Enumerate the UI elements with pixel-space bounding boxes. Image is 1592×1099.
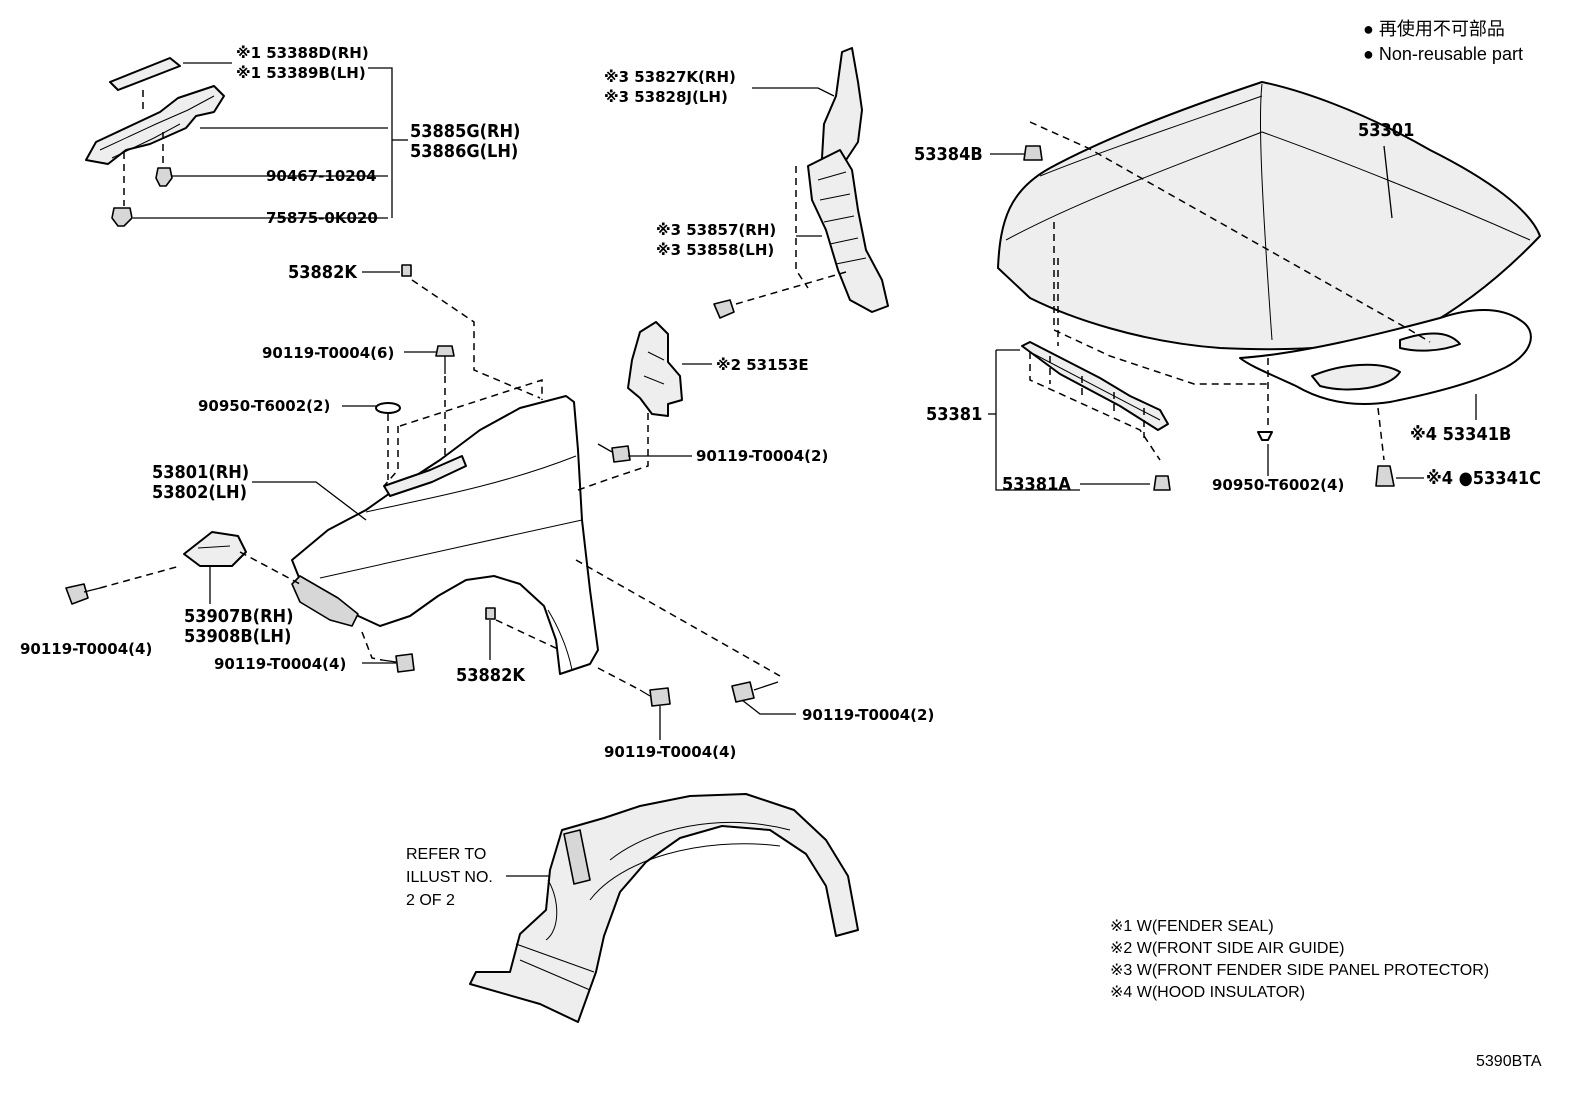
- label-53381a: 53381A: [1002, 474, 1071, 495]
- label-90950-4: 90950-T6002(4): [1212, 476, 1344, 494]
- label-90119-6: 90119-T0004(6): [262, 344, 394, 362]
- washer-90950-4: [1257, 431, 1273, 441]
- label-53801: 53801(RH): [152, 462, 249, 483]
- label-90119-4c: 90119-T0004(4): [604, 743, 736, 761]
- hood-bumper-53384b: [1023, 145, 1043, 161]
- fender-seal-group: [85, 57, 408, 227]
- air-guide-53153e: [627, 321, 683, 417]
- legend-en: ● Non-reusable part: [1363, 44, 1523, 64]
- label-53908b: 53908B(LH): [184, 626, 291, 647]
- side-panel-protector-group: [713, 47, 889, 319]
- label-53886g: 53886G(LH): [410, 141, 518, 162]
- footnote-2: ※2 W(FRONT SIDE AIR GUIDE): [1110, 940, 1344, 957]
- illustration-code: 5390BTA: [1476, 1053, 1542, 1070]
- footnote-4: ※4 W(HOOD INSULATOR): [1110, 984, 1305, 1001]
- bolt-90119-left: [65, 583, 89, 605]
- label-90950-2: 90950-T6002(2): [198, 397, 330, 415]
- label-53802: 53802(LH): [152, 482, 247, 503]
- hood-panel-53301: [997, 81, 1541, 351]
- label-53858: ※3 53858(LH): [656, 241, 774, 259]
- fender-liner: [469, 793, 859, 1023]
- label-90119-4b: 90119-T0004(4): [214, 655, 346, 673]
- footnote-3: ※3 W(FRONT FENDER SIDE PANEL PROTECTOR): [1110, 962, 1489, 979]
- bolt-90119-6: [435, 345, 455, 357]
- hood-group: [988, 81, 1541, 491]
- fender-liner-body: [469, 793, 859, 1023]
- hood-insulator-53341b: [1239, 309, 1532, 405]
- label-53828j: ※3 53828J(LH): [604, 88, 728, 106]
- label-90119-2a: 90119-T0004(2): [696, 447, 828, 465]
- label-53885g: 53885G(RH): [410, 121, 520, 142]
- label-75875: 75875-0K020: [266, 209, 378, 227]
- label-53388d: ※1 53388D(RH): [236, 44, 369, 62]
- label-53301: 53301: [1358, 120, 1414, 141]
- label-53389b: ※1 53389B(LH): [236, 64, 366, 82]
- protector-53857: [807, 149, 889, 313]
- legend-jp: ● 再使用不可部品: [1363, 19, 1505, 39]
- clip-53882k-top: [401, 264, 412, 277]
- clip-90467: [155, 167, 173, 187]
- refer-line1: REFER TO: [406, 846, 486, 863]
- label-53341c: ※4 ●53341C: [1426, 468, 1541, 489]
- air-guide-group: [627, 321, 712, 417]
- label-90119-4a: 90119-T0004(4): [20, 640, 152, 658]
- clip-53882k-bottom: [485, 607, 496, 620]
- bolt-90119-mid: [611, 445, 631, 463]
- refer-line3: 2 OF 2: [406, 892, 455, 909]
- fender-bracket-53907b: [183, 531, 247, 567]
- front-fender: [65, 264, 796, 740]
- label-53907b: 53907B(RH): [184, 606, 294, 627]
- label-53341b: ※4 53341B: [1410, 424, 1511, 445]
- clip-53341c: [1375, 465, 1395, 487]
- label-53857: ※3 53857(RH): [656, 221, 776, 239]
- label-90467: 90467-10204: [266, 167, 377, 185]
- clip-53381a: [1153, 475, 1171, 491]
- clip-75875: [111, 207, 133, 227]
- washer-90950: [375, 402, 401, 414]
- bolt-90119-right: [731, 681, 755, 703]
- fender-lower-bracket: [291, 575, 359, 627]
- fender-seal-strip: [109, 57, 181, 91]
- label-53827k: ※3 53827K(RH): [604, 68, 736, 86]
- footnote-1: ※1 W(FENDER SEAL): [1110, 918, 1274, 935]
- bolt-90119-bottom: [649, 687, 671, 707]
- label-53882k-top: 53882K: [288, 262, 358, 283]
- label-90119-2b: 90119-T0004(2): [802, 706, 934, 724]
- label-53384b: 53384B: [914, 144, 983, 165]
- clip-protector: [713, 299, 735, 319]
- label-53153e: ※2 53153E: [716, 356, 809, 374]
- fender-panel: [291, 395, 599, 675]
- refer-line2: ILLUST NO.: [406, 869, 493, 886]
- bolt-90119-lower: [395, 653, 415, 673]
- label-53381: 53381: [926, 404, 982, 425]
- fender-top-flange: [383, 455, 467, 497]
- label-53882k-bottom: 53882K: [456, 665, 526, 686]
